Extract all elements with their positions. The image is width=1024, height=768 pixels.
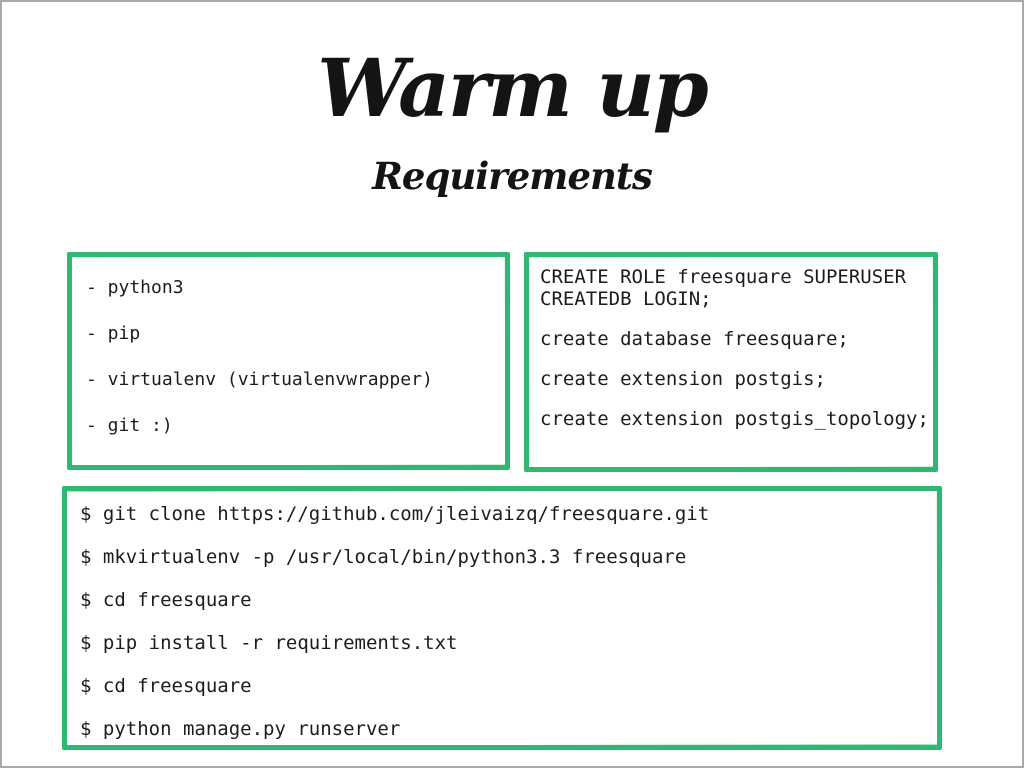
sql-statement: CREATE ROLE freesquare SUPERUSER CREATED… <box>540 266 907 310</box>
sql-statement: create extension postgis; <box>540 368 826 390</box>
slide-subtitle: Requirements <box>372 154 653 198</box>
shell-command: $ mkvirtualenv -p /usr/local/bin/python3… <box>80 546 687 568</box>
shell-command: $ git clone https://github.com/jleivaizq… <box>80 503 710 525</box>
requirement-item: - git :) <box>86 415 173 436</box>
shell-command: $ pip install -r requirements.txt <box>80 632 458 654</box>
requirement-item: - python3 <box>86 277 184 298</box>
sql-statement: create database freesquare; <box>540 328 849 350</box>
shell-commands-box: $ git clone https://github.com/jleivaizq… <box>62 486 942 750</box>
database-setup-box: CREATE ROLE freesquare SUPERUSER CREATED… <box>524 252 938 472</box>
shell-command: $ cd freesquare <box>80 589 252 611</box>
shell-command: $ cd freesquare <box>80 675 252 697</box>
slide-title: Warm up <box>317 41 708 135</box>
shell-command: $ python manage.py runserver <box>80 718 401 740</box>
requirements-list-box: - python3 - pip - virtualenv (virtualenv… <box>67 252 510 470</box>
requirement-item: - virtualenv (virtualenvwrapper) <box>86 369 433 390</box>
sql-statement: create extension postgis_topology; <box>540 408 929 430</box>
requirement-item: - pip <box>86 323 141 344</box>
